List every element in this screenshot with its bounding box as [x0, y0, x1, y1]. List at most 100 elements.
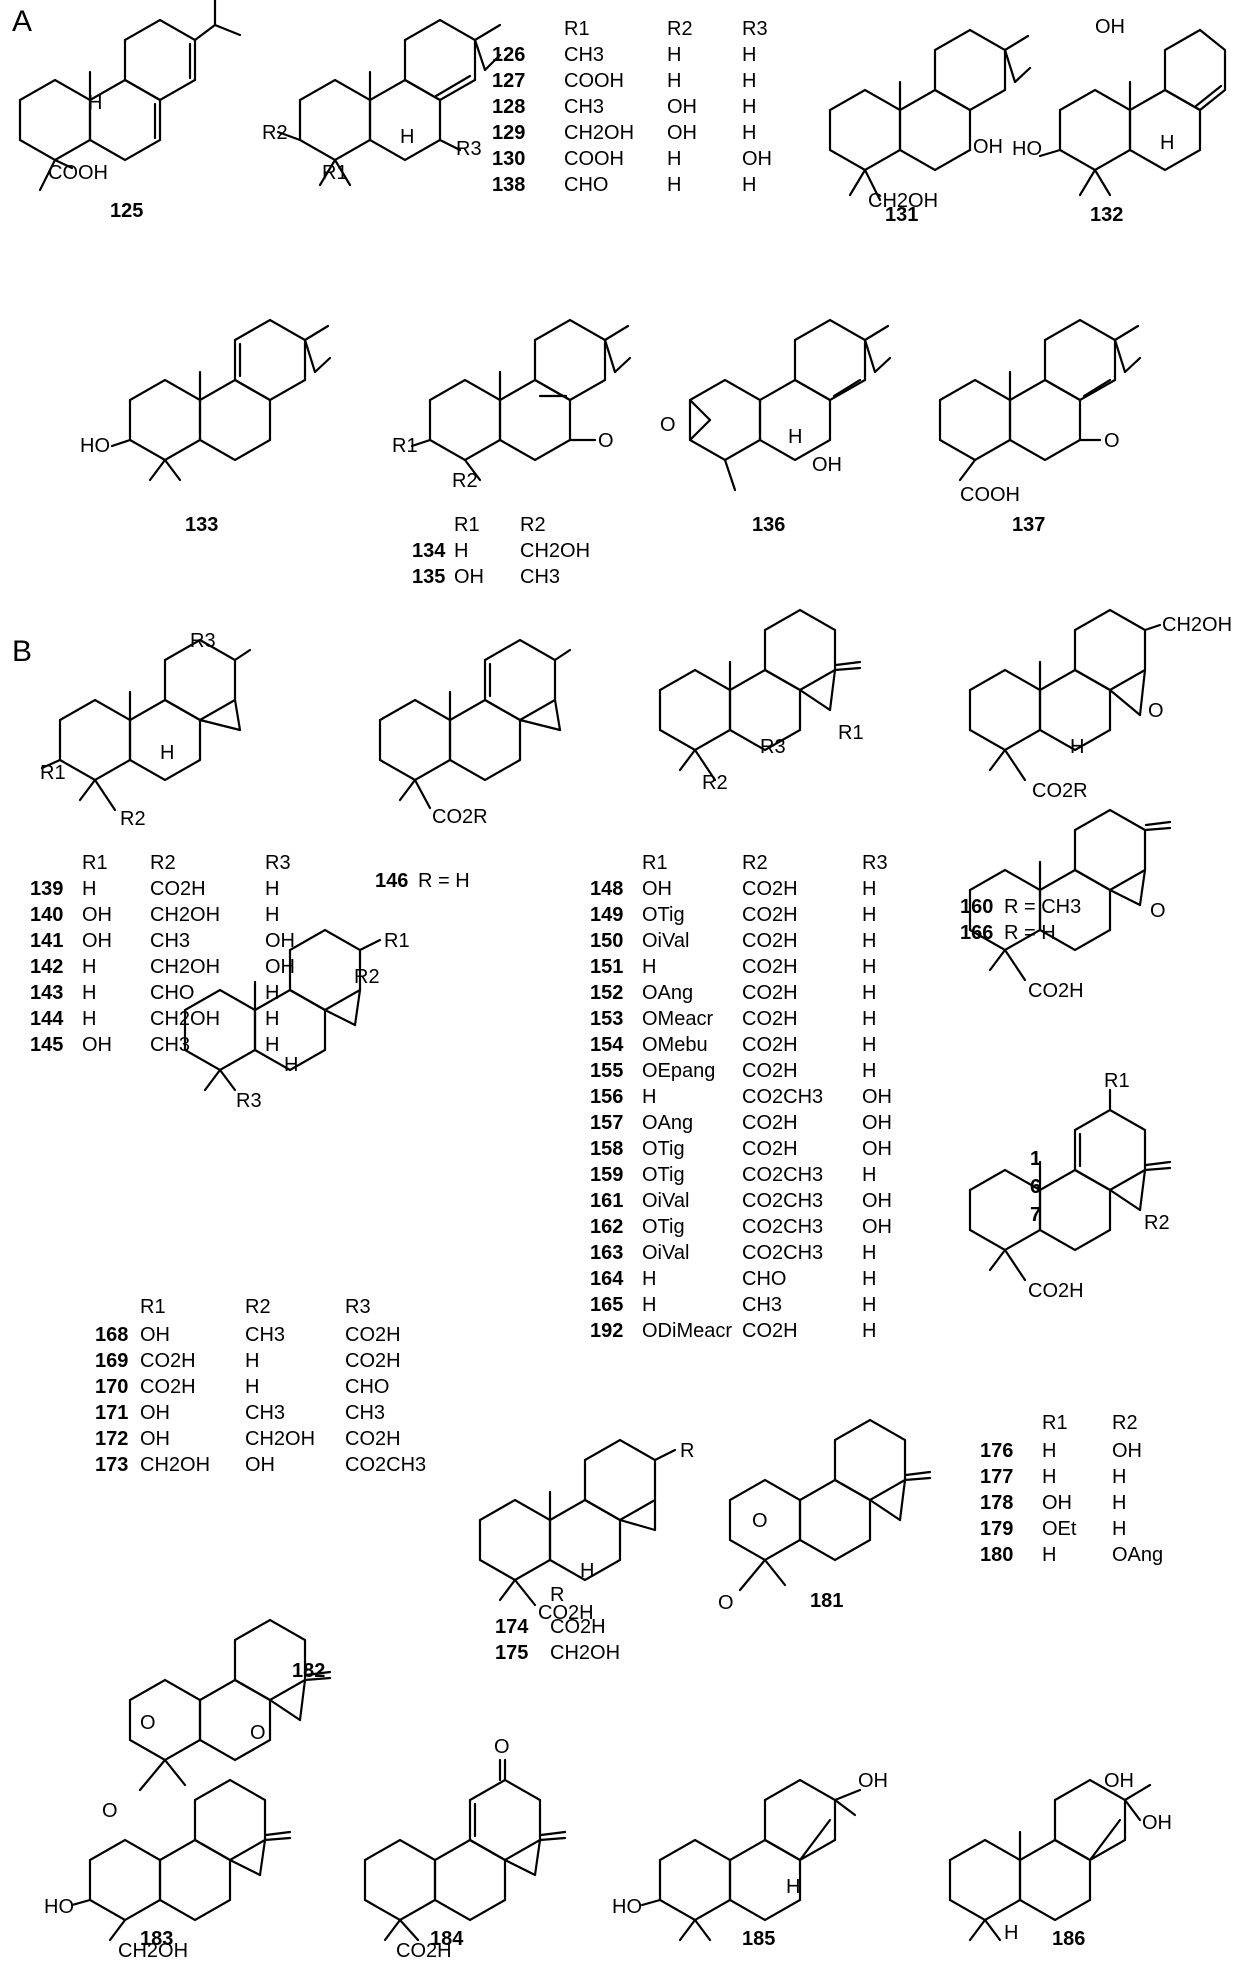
t148-cell: OH: [642, 878, 672, 900]
t126-cell: H: [742, 70, 757, 92]
t148-cell: H: [862, 982, 877, 1004]
compound-166-r: R = H: [1004, 922, 1056, 944]
compound-label-131: 131: [885, 204, 919, 226]
t139-cell: H: [265, 878, 280, 900]
t148-cell: OMebu: [642, 1034, 708, 1056]
atom-co2h-176: CO2H: [1028, 1280, 1084, 1302]
t148-cell: H: [862, 878, 877, 900]
structure-183: [70, 1778, 292, 1942]
t174-compound-label: 175: [495, 1642, 529, 1664]
t139-compound-label: 140: [30, 904, 64, 926]
compound-label-146: 146: [375, 870, 409, 892]
t168-cell: CH3: [245, 1402, 286, 1424]
t174-compound-label: 174: [495, 1616, 529, 1638]
t139-cell: H: [82, 878, 97, 900]
t176-compound-label: 179: [980, 1518, 1014, 1540]
t126-cell: CH3: [564, 96, 605, 118]
t148-cell: H: [642, 1268, 657, 1290]
compound-label-185: 185: [742, 1928, 776, 1950]
t176-cell: OAng: [1112, 1544, 1164, 1566]
t139-compound-label: 144: [30, 1008, 64, 1030]
atom-r2-134: R2: [452, 470, 478, 492]
t139-cell: CH3: [150, 930, 191, 952]
t148-cell: OiVal: [642, 1190, 690, 1212]
t126-cell: H: [667, 174, 682, 196]
atom-cooh-137: COOH: [960, 484, 1020, 506]
t168-cell: CO2H: [345, 1350, 401, 1372]
compound-label-166: 166: [960, 922, 994, 944]
t176-header-2: R2: [1112, 1412, 1138, 1434]
compound-label-184: 184: [430, 1928, 464, 1950]
atom-co2r-160: CO2R: [1032, 780, 1088, 802]
t139-cell: CH3: [150, 1034, 191, 1056]
structure-176: [968, 1088, 1172, 1282]
t148-cell: OMeacr: [642, 1008, 714, 1030]
t148-compound-label: 149: [590, 904, 624, 926]
t148-cell: H: [642, 1294, 657, 1316]
atom-ho-183: HO: [44, 1896, 74, 1918]
atom-oh-132: OH: [1095, 16, 1125, 38]
t148-cell: CH3: [742, 1294, 783, 1316]
atom-ho-133: HO: [80, 435, 110, 457]
t168-compound-label: 171: [95, 1402, 129, 1424]
t148-cell: OTig: [642, 1164, 685, 1186]
compound-label-160: 160: [960, 896, 994, 918]
t139-cell: H: [265, 1034, 280, 1056]
atom-o-1: O: [1150, 900, 1166, 922]
atom-h-136: H: [788, 426, 803, 448]
t148-compound-label: 158: [590, 1138, 624, 1160]
t148-compound-label: 155: [590, 1060, 624, 1082]
compound-160-r: R = CH3: [1004, 896, 1082, 918]
compound-label-186: 186: [1052, 1928, 1086, 1950]
atom-r1-126: R1: [322, 162, 348, 184]
compound-label-137: 137: [1012, 514, 1046, 536]
t126-cell: H: [742, 122, 757, 144]
atom-o-182c: O: [250, 1722, 266, 1744]
t148-cell: H: [862, 1060, 877, 1082]
t126-cell: H: [667, 148, 682, 170]
t176-compound-label: 176: [980, 1440, 1014, 1462]
t148-cell: OiVal: [642, 1242, 690, 1264]
compound-label-133: 133: [185, 514, 219, 536]
t168-cell: CO2H: [140, 1350, 196, 1372]
atom-o-136: O: [660, 414, 676, 436]
atom-r2-126: R2: [262, 122, 288, 144]
t126-cell: H: [742, 96, 757, 118]
t168-cell: CO2H: [140, 1376, 196, 1398]
t176-cell: H: [1042, 1544, 1057, 1566]
structure-137: [938, 318, 1142, 482]
atom-h-160: H: [1070, 736, 1085, 758]
t148-cell: CO2H: [742, 1112, 798, 1134]
atom-oh-136: OH: [812, 454, 842, 476]
structure-181: [728, 1418, 932, 1592]
structure-174: [478, 1438, 677, 1607]
t126-cell: H: [667, 70, 682, 92]
compound-label-125: 125: [110, 200, 144, 222]
t126-compound-label: 126: [492, 44, 526, 66]
t134-cell: CH2OH: [520, 540, 591, 562]
atom-co2h-184: CO2H: [396, 1940, 452, 1962]
t148-cell: OAng: [642, 982, 694, 1004]
t148-compound-label: 157: [590, 1112, 624, 1134]
t126-compound-label: 130: [492, 148, 526, 170]
t168-compound-label: 172: [95, 1428, 129, 1450]
t139-cell: H: [82, 982, 97, 1004]
t148-cell: CO2CH3: [742, 1164, 824, 1186]
t176-cell: OH: [1112, 1440, 1142, 1462]
atom-co2h-174: CO2H: [538, 1602, 594, 1624]
t148-cell: CO2H: [742, 1060, 798, 1082]
t126-cell: OH: [667, 96, 697, 118]
t148-cell: OTig: [642, 1216, 685, 1238]
t134-header-2: R2: [520, 514, 546, 536]
t148-compound-label: 150: [590, 930, 624, 952]
atom-r1-168: R1: [384, 930, 410, 952]
t148-compound-label: 156: [590, 1086, 624, 1108]
t168-cell: CH3: [245, 1324, 286, 1346]
t139-cell: H: [265, 982, 280, 1004]
atom-r1-148: R1: [838, 722, 864, 744]
t176-cell: H: [1042, 1466, 1057, 1488]
atom-h-168: H: [284, 1054, 299, 1076]
t134-cell: OH: [454, 566, 484, 588]
t168-cell: OH: [140, 1402, 170, 1424]
